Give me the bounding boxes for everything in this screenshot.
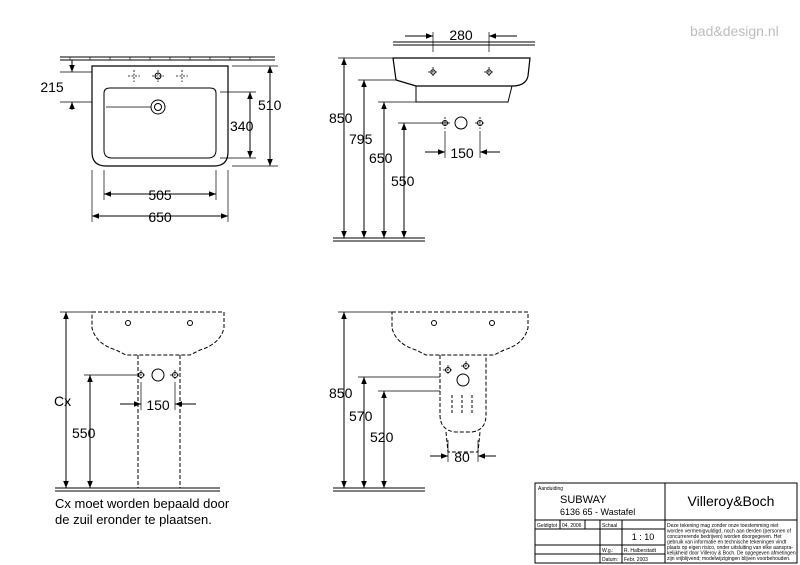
side-install-dimensions: 850 570 520 80 [329, 385, 470, 465]
dim-520: 520 [370, 429, 394, 445]
dim-cx: Cx [54, 393, 71, 409]
datum-value: Febr. 2003 [624, 557, 648, 563]
wg-value: R. Halberstadt [624, 548, 657, 554]
brand-logo: Villeroy&Boch [688, 493, 775, 509]
front-install-view [55, 311, 225, 492]
dim-215: 215 [40, 79, 64, 95]
product-name: SUBWAY [560, 494, 607, 506]
dim-80: 80 [454, 449, 470, 465]
wg-label: W.g.: [602, 548, 613, 554]
title-block: Aanduiding SUBWAY 6136 65 - Wastafel Vil… [534, 482, 798, 564]
front-view [60, 56, 278, 222]
dim-510: 510 [258, 97, 282, 113]
dim-650: 650 [148, 209, 172, 225]
dim-795: 795 [349, 131, 373, 147]
side-install-view [333, 311, 529, 492]
side-view-dimensions: 280 850 795 650 550 150 [329, 27, 474, 189]
disclaimer-line: concurrerende bedrijven) worden doorgege… [667, 534, 782, 540]
disclaimer-line: Deze tekening mag zonder onze toestemmin… [667, 523, 779, 529]
disclaimer-line: kelijkheid door Villeroy & Boch. De opge… [667, 551, 796, 557]
schaal-label: Schaal [602, 523, 617, 529]
dim-850-top: 850 [329, 110, 353, 126]
disclaimer-line: worden vermenigvuldigd, noch aan derden … [667, 529, 792, 535]
dim-650-side: 650 [369, 150, 393, 166]
dim-150-front: 150 [146, 397, 170, 413]
schaal-value: 1 : 10 [632, 532, 655, 542]
installation-note: Cx moet worden bepaald door de zuil eron… [55, 496, 230, 527]
dim-850-bottom: 850 [329, 385, 353, 401]
geldig-label: Geldigtot [537, 523, 558, 529]
dim-570: 570 [349, 408, 373, 424]
side-view [333, 32, 535, 242]
watermark-text: bad&design.nl [690, 23, 779, 39]
dim-340: 340 [230, 118, 254, 134]
note-line-2: de zuil eronder te plaatsen. [55, 512, 212, 527]
dim-550-front: 550 [72, 425, 96, 441]
disclaimer: Deze tekening mag zonder onze toestemmin… [667, 523, 796, 562]
dim-150-top: 150 [450, 145, 474, 161]
watermark-logo: bad&design.nl [690, 23, 779, 39]
dim-550-top: 550 [391, 173, 415, 189]
geldig-value: 04. 2006 [562, 523, 582, 529]
note-line-1: Cx moet worden bepaald door [55, 496, 230, 511]
disclaimer-line: zijn vrijblijvend; modelwijzigingen blij… [667, 556, 790, 562]
datum-label: Datum: [602, 557, 618, 563]
product-code: 6136 65 - Wastafel [560, 507, 635, 517]
aanduiding-label: Aanduiding [538, 486, 563, 492]
front-view-dimensions: 215 510 340 505 650 [40, 79, 281, 225]
dim-280: 280 [449, 27, 473, 43]
front-install-dimensions: Cx 550 150 [54, 393, 170, 441]
disclaimer-line: plaats op eigen risico, onder uitsluitin… [667, 545, 793, 551]
dim-505: 505 [148, 187, 172, 203]
disclaimer-line: gebruik van informatie en technische tek… [667, 540, 787, 546]
